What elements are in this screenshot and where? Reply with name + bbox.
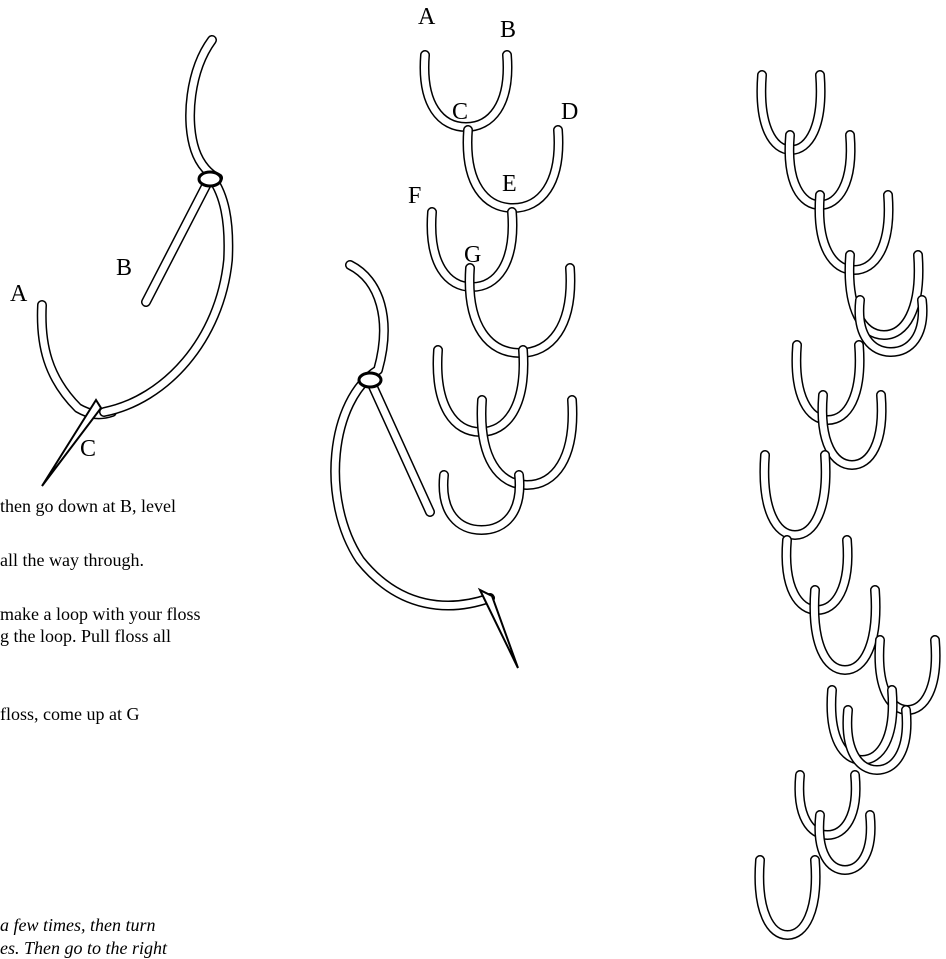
fig1-label-c: C: [80, 437, 96, 461]
figure-3-loop: [796, 345, 859, 420]
figure-3-long-chain: [759, 75, 935, 935]
fig2-label-c: C: [452, 100, 468, 124]
fig2-label-d: D: [561, 100, 578, 124]
figure-3-loop: [814, 590, 875, 670]
fig1-label-a: A: [10, 282, 27, 306]
figure-3-loop: [847, 710, 906, 770]
fig1-label-b: B: [116, 256, 132, 280]
figure-3-loop: [764, 455, 825, 535]
instruction-line-2: all the way through.: [0, 549, 144, 571]
instruction-line-3: make a loop with your floss: [0, 603, 200, 625]
figure-3-loop: [799, 775, 855, 835]
figure-3-loop: [831, 690, 892, 760]
figure-3-loop: [759, 860, 815, 935]
fig2-label-e: E: [502, 172, 517, 196]
instruction-line-7: es. Then go to the right: [0, 937, 167, 959]
instruction-line-4: g the loop. Pull floss all: [0, 625, 171, 647]
instruction-line-6: a few times, then turn: [0, 914, 156, 936]
figure-1-first-stitch: [42, 40, 229, 486]
fig2-label-g: G: [464, 243, 481, 267]
fig2-label-f: F: [408, 184, 421, 208]
figure-2-chain-labeled: [424, 55, 572, 530]
instruction-line-5: floss, come up at G: [0, 703, 139, 725]
fig2-label-b: B: [500, 18, 516, 42]
figure-2-loop: [482, 400, 573, 485]
instruction-line-1: then go down at B, level: [0, 495, 176, 517]
fig2-label-a: A: [418, 5, 435, 29]
